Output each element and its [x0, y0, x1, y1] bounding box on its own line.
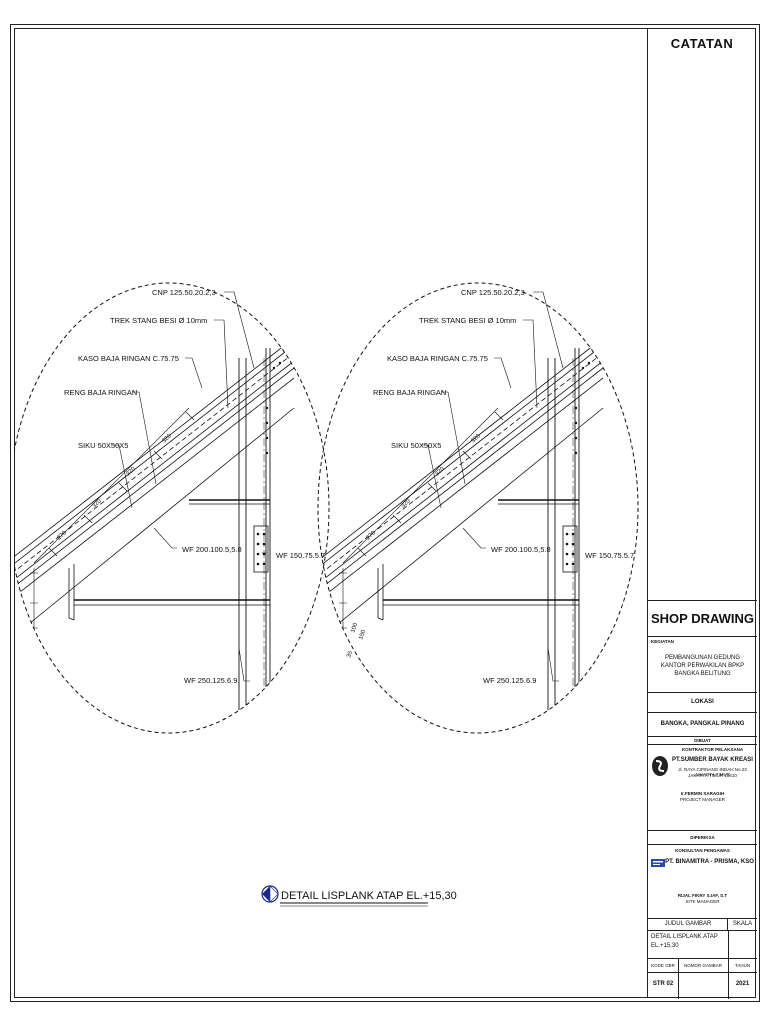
dibuat-label: DIBUAT	[694, 738, 711, 743]
detail-bubble-right	[317, 282, 639, 734]
label-trek-right: TREK STANG BESI Ø 10mm	[419, 316, 516, 325]
label-wf200-right: WF 200.100.5,5.8	[491, 545, 551, 554]
person-2-role: SITE MANAGER	[685, 899, 720, 904]
judul-line-2: EL.+15,30	[651, 943, 679, 949]
kontraktor-address-1: Jl. RAYA CIPINANG INDAH No.23 JAKARTA TI…	[678, 767, 747, 777]
konsultan-name: PT. BINAMITRA - PRISMA, KSO	[665, 859, 754, 865]
label-reng-left: RENG BAJA RINGAN	[64, 388, 137, 397]
tahun-value: 2021	[735, 981, 750, 987]
detail-left	[14, 337, 295, 733]
label-wf150-left: WF 150.75.5.7	[276, 551, 325, 560]
kontraktor-logo-icon	[652, 756, 668, 776]
dibuat-row: DIBUAT	[648, 736, 757, 744]
kegiatan-label: KEGIATAN	[651, 639, 674, 644]
konsultan-label: KONSULTAN PENGAWAS	[675, 848, 730, 853]
detail-title: DETAIL LISPLANK ATAP EL.+15,30	[281, 890, 457, 902]
kode-row: STR 02 2021	[648, 972, 757, 998]
detail-right	[318, 337, 604, 733]
nomor-label: NOMOR GAMBAR	[683, 963, 722, 968]
person-1-role: PROJECT MANAGER	[680, 797, 725, 802]
lokasi-label-row: LOKASI	[648, 692, 757, 712]
diperiksa-row: DIPERIKSA	[648, 830, 757, 844]
lokasi-row: BANGKA, PANGKAL PINANG	[648, 712, 757, 736]
label-cnp-left: CNP 125.50.20.2,3	[152, 288, 216, 297]
label-siku-right: SIKU 50X50X5	[391, 441, 441, 450]
dim-label-h: 35	[346, 650, 354, 659]
label-cnp-right: CNP 125.50.20.2,3	[461, 288, 525, 297]
label-wf200-left: WF 200.100.5,5.8	[182, 545, 242, 554]
label-kaso-left: KASO BAJA RINGAN C.75.75	[78, 354, 179, 363]
lokasi-value: BANGKA, PANGKAL PINANG	[660, 721, 745, 727]
skala-label: SKALA	[732, 921, 753, 927]
kontraktor-row: KONTRAKTOR PELAKSANA PT.SUMBER BAYAK KRE…	[648, 744, 757, 804]
kode-value: STR 02	[652, 981, 674, 987]
label-reng-right: RENG BAJA RINGAN	[373, 388, 446, 397]
judul-gambar-label: JUDUL GAMBAR	[664, 921, 712, 927]
shop-drawing-title: SHOP DRAWING	[650, 611, 755, 626]
lokasi-label: LOKASI	[691, 699, 714, 705]
drawing-area: 270 320 320 320 150 CNP 125.50.20.2,3 TR…	[14, 282, 639, 907]
kode-header-row: KODE GBR NOMOR GAMBAR TAHUN	[648, 958, 757, 999]
kegiatan-line-1: PEMBANGUNAN GEDUNG	[664, 655, 740, 661]
person-2-name: RIJAL FIKRY S.IAF, S.T	[677, 893, 728, 898]
label-trek-left: TREK STANG BESI Ø 10mm	[110, 316, 207, 325]
judul-line-1: DETAIL LISPLANK ATAP	[651, 934, 718, 940]
kegiatan-row: KEGIATAN PEMBANGUNAN GEDUNG KANTOR PERWA…	[648, 636, 757, 692]
kontraktor-label: KONTRAKTOR PELAKSANA	[681, 747, 744, 752]
kode-label: KODE GBR	[651, 963, 675, 968]
label-siku-left: SIKU 50X50X5	[78, 441, 128, 450]
catatan-heading: CATATAN	[670, 36, 734, 51]
diperiksa-label: DIPERIKSA	[690, 835, 715, 840]
judul-row: DETAIL LISPLANK ATAP EL.+15,30	[648, 930, 757, 959]
kegiatan-line-2: KANTOR PERWAKILAN BPKP	[660, 663, 745, 669]
sheet-inner-border	[14, 28, 756, 998]
tahun-label: TAHUN	[734, 963, 751, 968]
label-wf250-left: WF 250.125.6.9	[184, 676, 237, 685]
label-wf250-right: WF 250.125.6.9	[483, 676, 536, 685]
judul-header-row: JUDUL GAMBAR SKALA	[648, 918, 757, 931]
dim-label-f: 100	[350, 622, 359, 634]
detail-title-mark	[261, 885, 428, 907]
shop-drawing-row: SHOP DRAWING	[648, 600, 757, 636]
person-1-name: Ir.FERMIN SARAGIH	[680, 791, 725, 796]
label-wf150-right: WF 150.75.5.7	[585, 551, 634, 560]
kegiatan-line-3: BANGKA BELITUNG	[674, 671, 731, 677]
kontraktor-name: PT.SUMBER BAYAK KREASI	[672, 757, 753, 763]
title-block: CATATAN SHOP DRAWING KEGIATAN PEMBANGUNA…	[647, 28, 757, 999]
konsultan-logo-icon	[651, 859, 665, 867]
konsultan-row: KONSULTAN PENGAWAS PT. BINAMITRA - PRISM…	[648, 844, 757, 904]
dim-label-g: 150	[358, 629, 367, 641]
detail-bubble-left	[14, 282, 330, 734]
sheet-outer-border	[10, 24, 760, 1002]
label-kaso-right: KASO BAJA RINGAN C.75.75	[387, 354, 488, 363]
kontraktor-address-2: JAKARTA TIMUR 13410	[688, 773, 737, 778]
